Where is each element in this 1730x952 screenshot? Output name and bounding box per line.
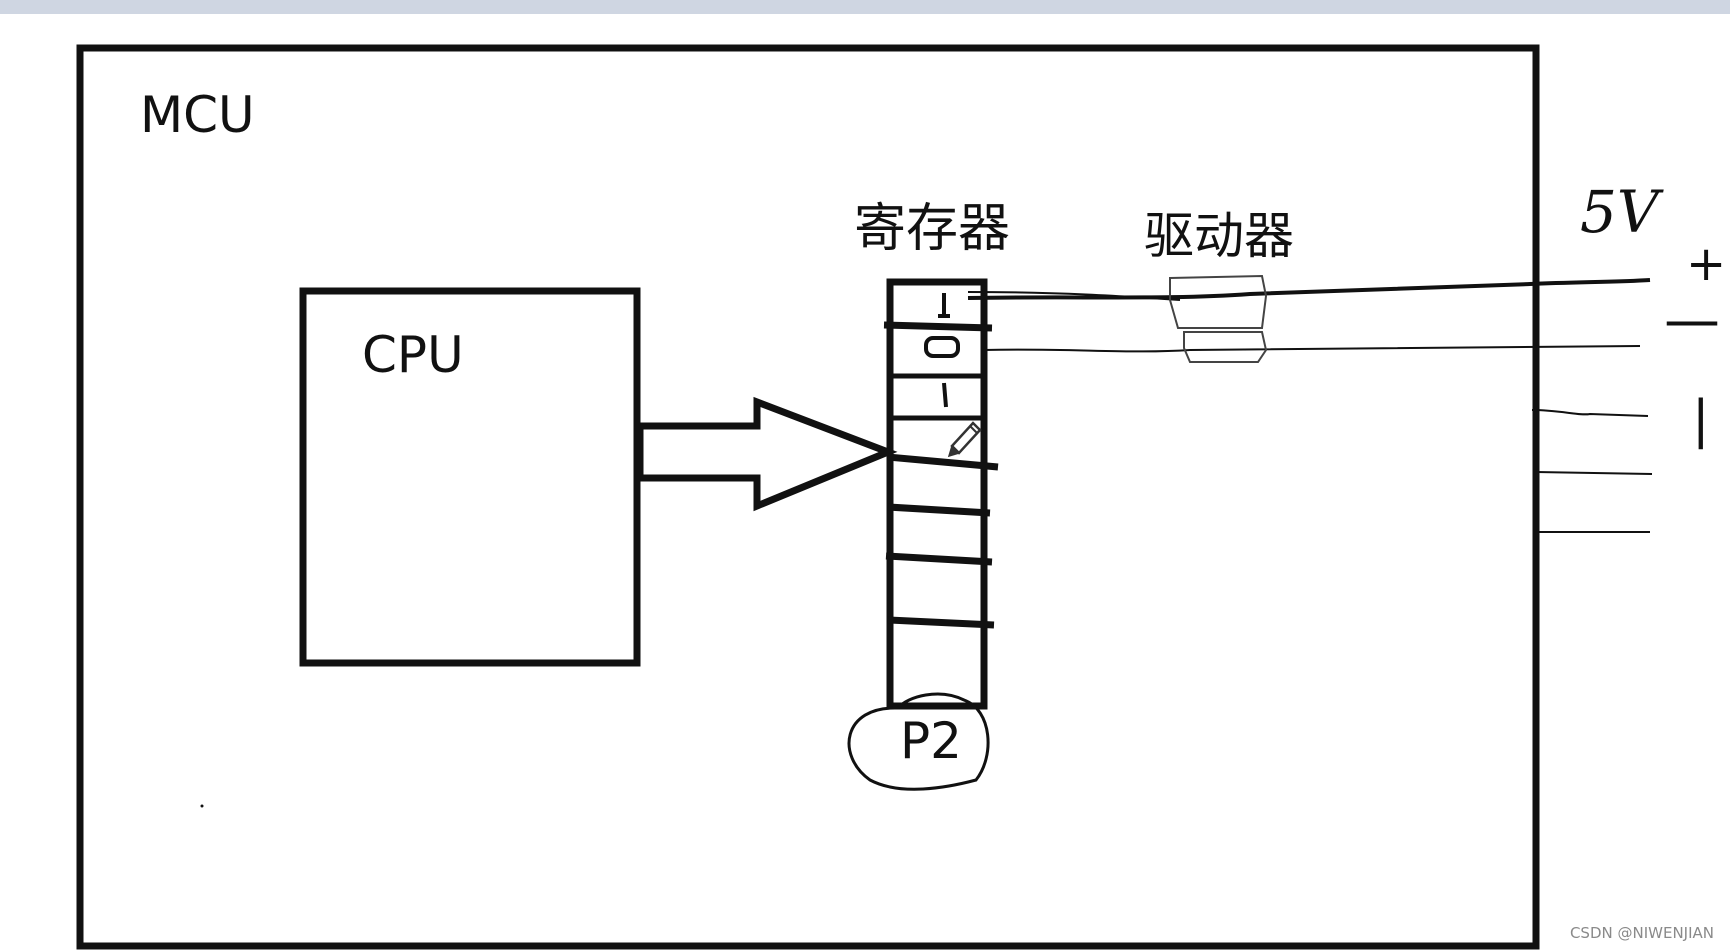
mcu-box [76, 44, 1540, 950]
logic-one-label: | [1692, 390, 1710, 450]
output-line-bit0 [967, 278, 1651, 300]
driver-label: 驱动器 [1144, 207, 1294, 265]
register-divider [887, 453, 999, 471]
output-line [1535, 471, 1653, 475]
top-strip [0, 0, 1730, 14]
cpu-label: CPU [362, 326, 464, 384]
register-divider [887, 503, 991, 517]
stray-dot [200, 804, 204, 808]
cpu-to-register-arrow [636, 396, 898, 512]
driver-mark-lower [1183, 331, 1268, 363]
output-line-bit1 [983, 345, 1641, 353]
register-divider [885, 552, 993, 566]
port-p2-label: P2 [900, 712, 962, 770]
plus-label: + [1686, 236, 1727, 292]
cpu-box [299, 287, 641, 667]
mcu-label: MCU [140, 86, 255, 144]
bit-one-mark [942, 382, 948, 408]
output-line-bit0 [967, 291, 1181, 301]
driver-mark-upper [1169, 274, 1268, 329]
minus-label: — [1664, 288, 1720, 353]
watermark: CSDN @NIWENJIAN [1569, 924, 1714, 942]
register-divider [887, 616, 995, 629]
register-label: 寄存器 [854, 199, 1011, 259]
bit-one-mark [938, 293, 950, 318]
voltage-label: 5V [1580, 178, 1659, 246]
register-divider [883, 321, 993, 332]
bit-zero-mark [924, 336, 960, 358]
output-line [1531, 409, 1649, 417]
register-box [886, 278, 988, 710]
port-p2-circle [847, 692, 990, 791]
pencil-icon [947, 421, 982, 458]
